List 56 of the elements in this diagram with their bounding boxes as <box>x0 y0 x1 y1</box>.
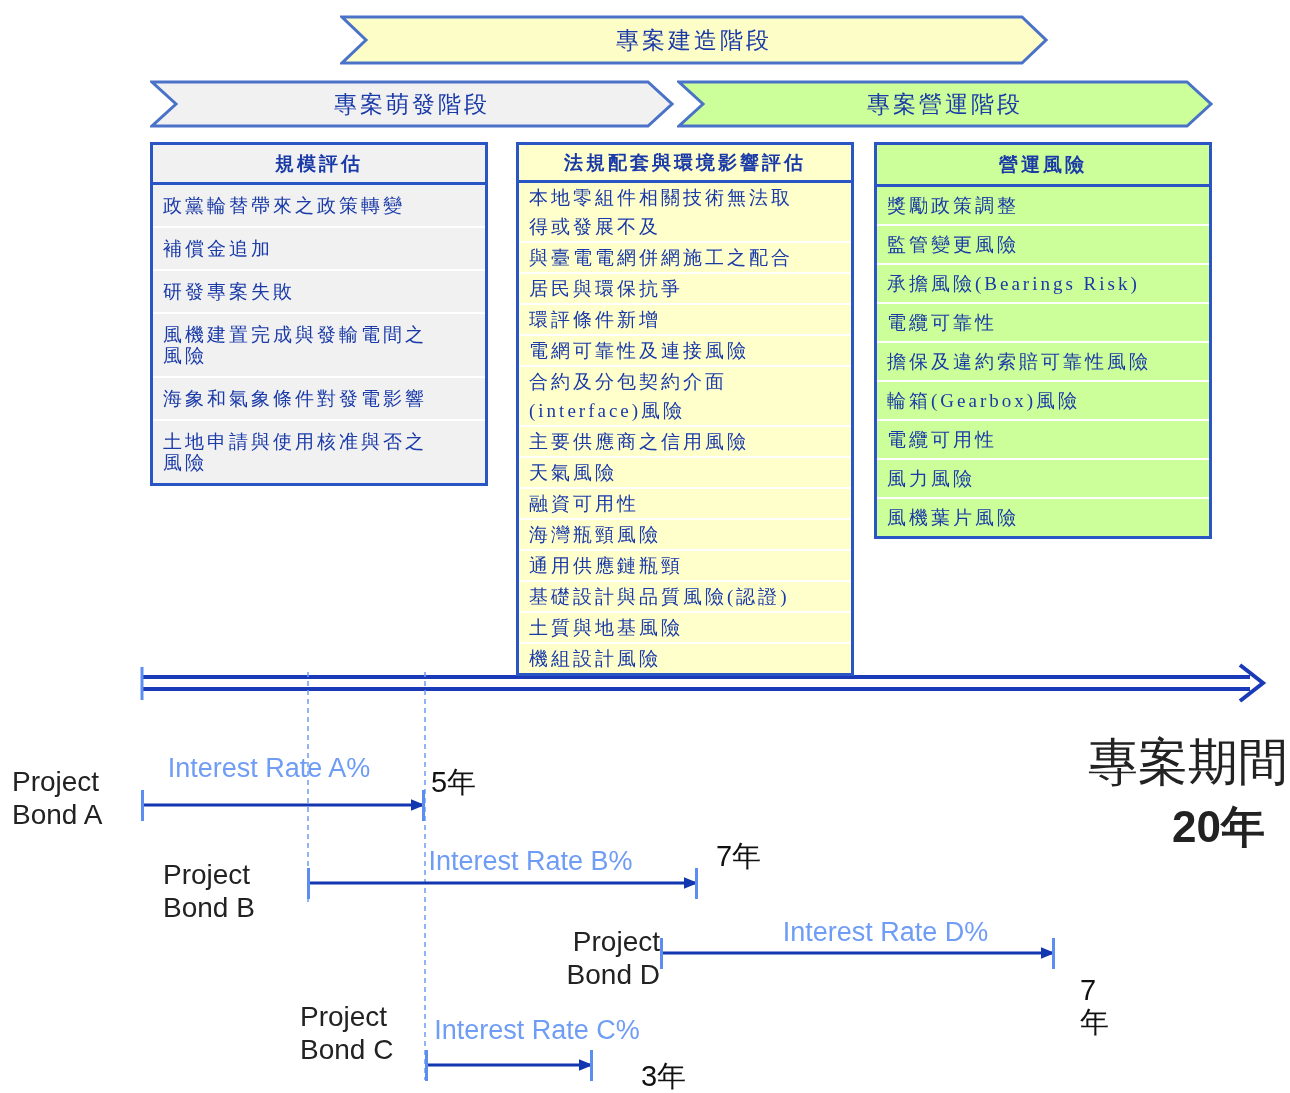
phase-banner <box>340 15 1048 65</box>
bond-arrow <box>425 1059 593 1071</box>
bond-arrow <box>141 799 425 811</box>
risk-item: 通用供應鏈瓶頸 <box>519 549 851 580</box>
risk-item: 海灣瓶頸風險 <box>519 518 851 549</box>
bond-arrow <box>307 877 698 889</box>
risk-table <box>516 142 854 676</box>
risk-item: 基礎設計與品質風險(認證) <box>519 580 851 611</box>
phase-label: 專案萌發階段 <box>333 90 491 119</box>
duration-label: 5年 <box>425 766 487 808</box>
edge-label: Interest Rate C% <box>434 1015 640 1046</box>
risk-item: 機組設計風險 <box>519 642 851 673</box>
risk-item: 風力風險 <box>877 458 1209 497</box>
risk-item: 風機建置完成與發輸電間之風險 <box>153 312 485 376</box>
risk-item: 電網可靠性及連接風險 <box>519 334 851 365</box>
risk-item: 天氣風險 <box>519 456 851 487</box>
risk-item: 補償金追加 <box>153 226 485 269</box>
risk-item: 政黨輪替帶來之政策轉變 <box>162 194 406 218</box>
risk-item: 環評條件新增 <box>519 303 851 334</box>
phase-banner <box>677 80 1213 128</box>
bond-label: Project Bond B <box>163 858 307 928</box>
duration-label: 7年 <box>698 840 778 885</box>
risk-item: 風機葉片風險 <box>877 497 1209 536</box>
duration-label: 7年 <box>1055 945 1110 1050</box>
risk-item: 獎勵政策調整 <box>886 194 1020 218</box>
duration-label: 3年 <box>593 1060 703 1092</box>
risk-item: 合約及分包契約介面(interface)風險 <box>519 365 851 425</box>
bond-label: Project Bond D <box>548 925 660 995</box>
risk-item: 與臺電電網併網施工之配合 <box>519 241 851 272</box>
risk-item: 融資可用性 <box>519 487 851 518</box>
bond-label: Project Bond A <box>12 765 141 837</box>
risk-item: 海象和氣象條件對發電影響 <box>153 376 485 419</box>
duration-title: 專案期間 <box>1088 735 1288 790</box>
edge-label: Interest Rate A% <box>167 753 371 784</box>
phase-label: 專案建造階段 <box>615 26 773 55</box>
risk-item: 本地零組件相關技術無法取得或發展不及 <box>528 186 794 239</box>
phase-label: 專案營運階段 <box>866 90 1024 119</box>
risk-table <box>874 142 1212 539</box>
edge-label: Interest Rate B% <box>428 846 633 877</box>
risk-item: 承擔風險(Bearings Risk) <box>877 263 1209 302</box>
risk-item: 擔保及違約索賠可靠性風險 <box>877 341 1209 380</box>
risk-table <box>150 142 488 486</box>
bond-label: Project Bond C <box>300 1000 425 1072</box>
bond-arrow <box>660 947 1055 959</box>
risk-item: 電纜可靠性 <box>877 302 1209 341</box>
phase-banner <box>150 80 674 128</box>
risk-item: 土地申請與使用核准與否之風險 <box>153 419 485 483</box>
risk-item: 居民與環保抗爭 <box>519 272 851 303</box>
risk-item: 研發專案失敗 <box>153 269 485 312</box>
duration-title: 20年 <box>1172 803 1265 852</box>
risk-item: 輪箱(Gearbox)風險 <box>877 380 1209 419</box>
risk-item: 電纜可用性 <box>877 419 1209 458</box>
risk-item: 土質與地基風險 <box>519 611 851 642</box>
risk-item: 主要供應商之信用風險 <box>519 425 851 456</box>
risk-item: 監管變更風險 <box>877 224 1209 263</box>
edge-label: Interest Rate D% <box>782 917 989 948</box>
